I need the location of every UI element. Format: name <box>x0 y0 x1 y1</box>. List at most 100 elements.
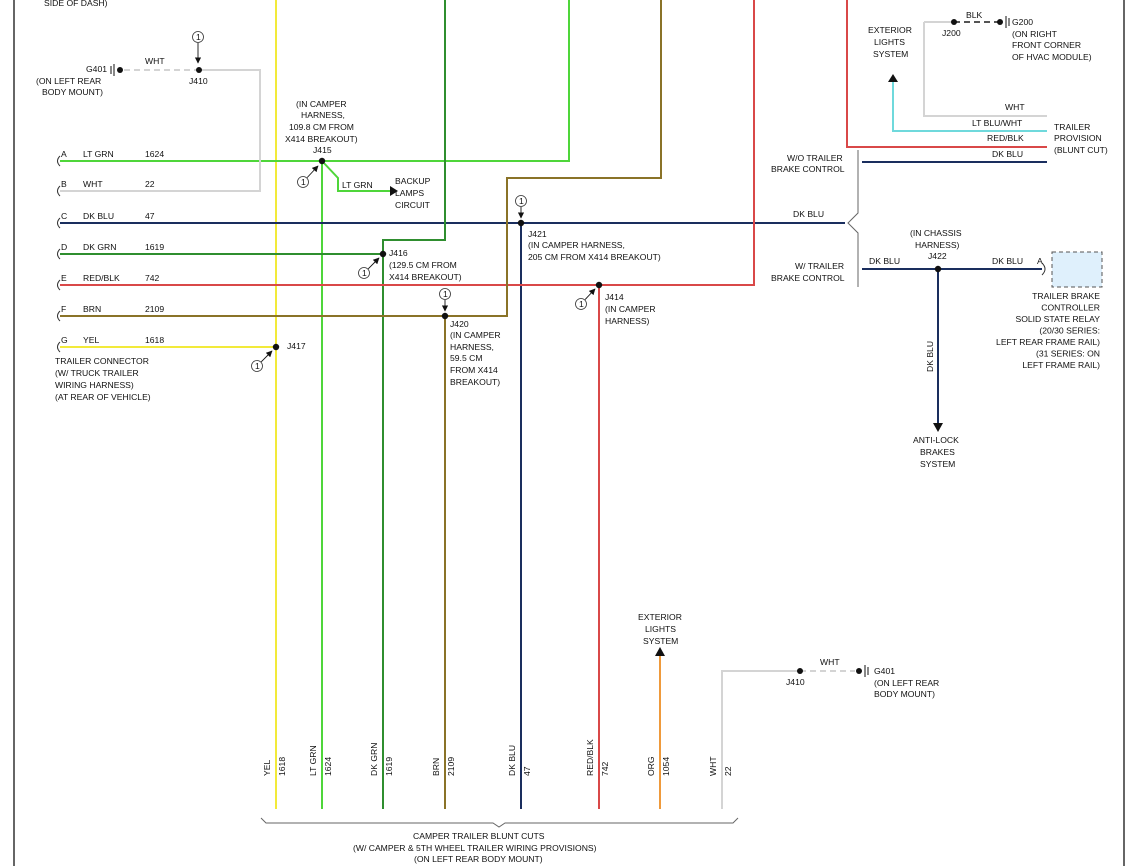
connector-pin-letter: G <box>61 335 68 345</box>
splice-j415 <box>318 157 326 165</box>
splice-j420 <box>441 312 449 320</box>
abs-3: SYSTEM <box>920 459 955 469</box>
connector-caption-1: TRAILER CONNECTOR <box>55 356 149 366</box>
backup-label-2: LAMPS <box>395 188 424 198</box>
j416-note-2: X414 BREAKOUT) <box>389 272 462 282</box>
wht-right-label: WHT <box>1005 102 1025 112</box>
j421-note-1: (IN CAMPER HARNESS, <box>528 240 625 250</box>
blk-label: BLK <box>966 10 983 20</box>
connector-pin-letter: B <box>61 179 67 189</box>
wire-ltbluwht <box>892 80 1047 132</box>
splice-j417 <box>272 343 280 351</box>
j420-label: J420 <box>450 319 469 329</box>
connector-pin-letter: D <box>61 242 67 252</box>
dkblu-main-right: DK BLU <box>793 209 824 219</box>
connector-pin-color: WHT <box>83 179 103 189</box>
connector-pin-circuit: 1618 <box>145 335 164 345</box>
blunt-cut-circuit: 742 <box>600 761 610 776</box>
connector-pin-terminal <box>57 185 61 197</box>
blunt-cut-color: RED/BLK <box>585 739 595 776</box>
wire-brn-2109 <box>60 0 662 809</box>
blunt-caption-3: (ON LEFT REAR BODY MOUNT) <box>414 854 543 864</box>
ext-lights-top-1: EXTERIOR <box>868 25 912 35</box>
j420-note-1: (IN CAMPER <box>450 330 501 340</box>
connector-caption-3: WIRING HARNESS) <box>55 380 134 390</box>
wo-brake-2: BRAKE CONTROL <box>771 164 845 174</box>
reference-arrow <box>367 257 380 270</box>
dkblu-j422-left: DK BLU <box>869 256 900 266</box>
wire-wht-j200 <box>923 21 1047 117</box>
backup-label-3: CIRCUIT <box>395 200 431 210</box>
ext-lights-bottom-1: EXTERIOR <box>638 612 682 622</box>
connector-pin-letter: A <box>61 149 67 159</box>
splice-j200 <box>951 19 957 25</box>
ext-lights-bottom-2: LIGHTS <box>645 624 676 634</box>
wht-bottom-label: WHT <box>820 657 840 667</box>
connector-pin-color: YEL <box>83 335 99 345</box>
reference-circle <box>251 360 263 372</box>
g401-bottom-note-1: (ON LEFT REAR <box>874 678 939 688</box>
connector-pin-color: RED/BLK <box>83 273 120 283</box>
g401-bottom-note-2: BODY MOUNT) <box>874 689 935 699</box>
connector-pin-color: DK BLU <box>83 211 114 221</box>
w-brake-1: W/ TRAILER <box>795 261 844 271</box>
reference-number: 1 <box>196 32 201 42</box>
j417-label: J417 <box>287 341 306 351</box>
j420-note-2: HARNESS, <box>450 342 494 352</box>
connector-pin-terminal <box>57 279 61 291</box>
blunt-cut-color: DK BLU <box>507 745 517 776</box>
arrow-icon <box>390 74 943 656</box>
j200-label: J200 <box>942 28 961 38</box>
j420-note-4: FROM X414 <box>450 365 498 375</box>
reference-circle <box>192 31 204 43</box>
connector-pin-letter: E <box>61 273 67 283</box>
blunt-cut-circuit: 1619 <box>384 757 394 776</box>
wo-brake-1: W/O TRAILER <box>787 153 843 163</box>
reference-circle <box>575 298 587 310</box>
wire-dkblu-47 <box>60 222 845 809</box>
j421-label: J421 <box>528 229 547 239</box>
splice-j410-top <box>196 67 202 73</box>
connector-pin-terminal <box>57 248 61 260</box>
blunt-cut-circuit: 1618 <box>277 757 287 776</box>
relay-pin-a: A <box>1037 256 1043 266</box>
wire-label-wht-top: WHT <box>145 56 165 66</box>
relay-caption-line: SOLID STATE RELAY <box>1015 314 1100 324</box>
j410-label-top: J410 <box>189 76 208 86</box>
abs-2: BRAKES <box>920 447 955 457</box>
connector-pin-color: DK GRN <box>83 242 116 252</box>
g401-bottom-label: G401 <box>874 666 895 676</box>
ground-icon <box>110 16 1010 677</box>
wire-wht-22 <box>60 69 261 192</box>
blunt-cut-color: WHT <box>708 756 718 776</box>
connector-pin-circuit: 22 <box>145 179 155 189</box>
blunt-cut-color: LT GRN <box>308 745 318 776</box>
connector-pin-terminal <box>57 155 61 167</box>
ext-lights-top-3: SYSTEM <box>873 49 908 59</box>
reference-arrow <box>584 288 596 300</box>
backup-label-1: BACKUP <box>395 176 431 186</box>
splice-j414 <box>595 281 603 289</box>
reference-number: 1 <box>301 177 306 187</box>
blunt-cut-circuit: 1624 <box>323 757 333 776</box>
relay-caption-line: CONTROLLER <box>1041 303 1100 313</box>
reference-circle <box>297 176 309 188</box>
j415-note-2: HARNESS, <box>301 110 345 120</box>
dkblu-vertical: DK BLU <box>925 341 935 372</box>
j414-note-2: HARNESS) <box>605 316 650 326</box>
blunt-cut-color: DK GRN <box>369 743 379 776</box>
blunt-caption-1: CAMPER TRAILER BLUNT CUTS <box>413 831 545 841</box>
j422-label: J422 <box>928 251 947 261</box>
connector-pin-terminals <box>57 155 61 353</box>
wire-yel-1618 <box>60 0 277 809</box>
relay-caption-line: (20/30 SERIES: <box>1039 326 1100 336</box>
connector-pin-terminal <box>57 217 61 229</box>
blunt-cut-circuit: 47 <box>522 766 532 776</box>
connector-pin-circuit: 1624 <box>145 149 164 159</box>
connector-pin-terminal <box>57 310 61 322</box>
